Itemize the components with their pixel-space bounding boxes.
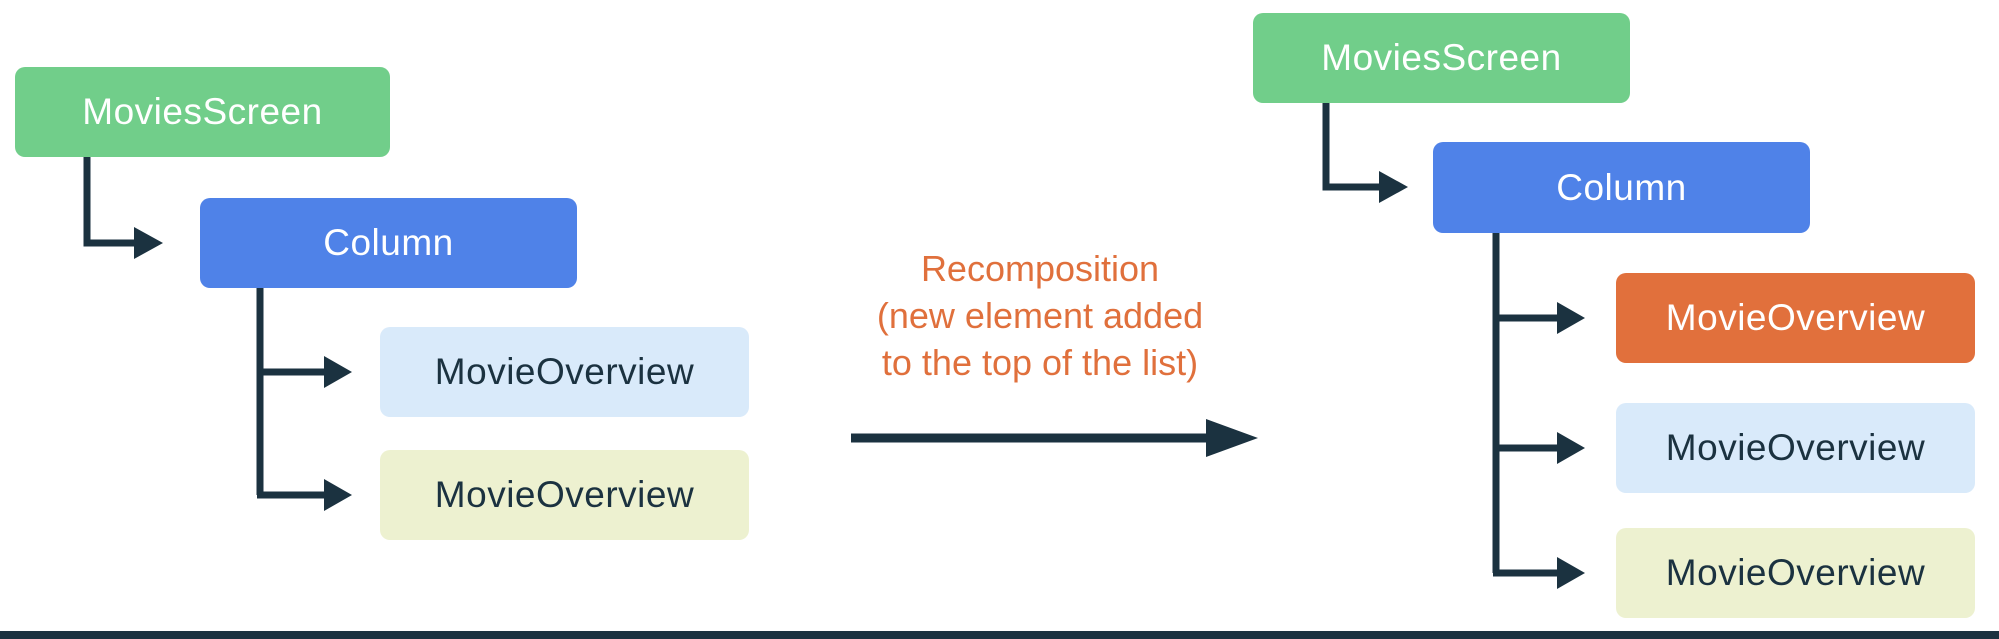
right-tree-column: Column (1433, 142, 1810, 233)
right-tree-movieoverview-new: MovieOverview (1616, 273, 1975, 363)
right-branch-3-arrowhead-icon (1557, 557, 1585, 589)
transition-label: Recomposition (new element added to the … (765, 245, 1315, 386)
transition-label-line-1: Recomposition (920, 248, 1160, 289)
left-branch-1-arrowhead-icon (324, 356, 352, 388)
transition-arrowhead-icon (1206, 419, 1258, 457)
right-branch-2-arrowhead-icon (1557, 432, 1585, 464)
right-branch-1-arrowhead-icon (1557, 302, 1585, 334)
left-tree-root-moviesscreen: MoviesScreen (15, 67, 390, 157)
transition-label-line-2: (new element added (876, 295, 1204, 336)
right-tree-movieoverview-3: MovieOverview (1616, 528, 1975, 618)
bottom-rule (0, 631, 1999, 639)
right-root-arrowhead-icon (1379, 171, 1408, 203)
left-tree-column: Column (200, 198, 577, 288)
left-branch-2-arrowhead-icon (324, 479, 352, 511)
left-tree-movieoverview-1: MovieOverview (380, 327, 749, 417)
right-tree-root-moviesscreen: MoviesScreen (1253, 13, 1630, 103)
right-root-to-column-connector (1322, 103, 1381, 191)
right-tree-movieoverview-2: MovieOverview (1616, 403, 1975, 493)
left-tree-movieoverview-2: MovieOverview (380, 450, 749, 540)
left-root-arrowhead-icon (134, 227, 163, 259)
transition-label-line-3: to the top of the list) (881, 342, 1199, 383)
left-root-to-column-connector (83, 157, 136, 247)
